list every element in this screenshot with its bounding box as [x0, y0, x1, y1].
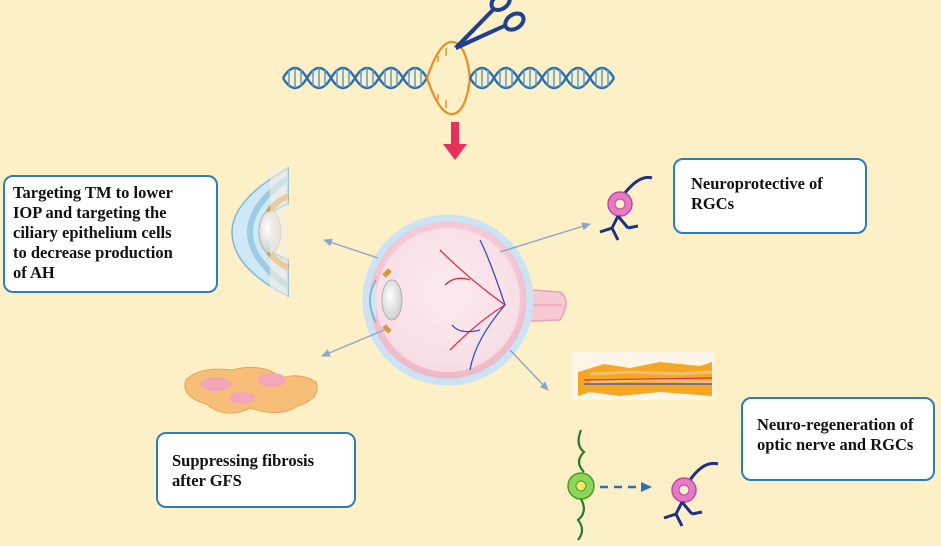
neuroprotective-box: Neuroprotective of RGCs	[673, 158, 867, 234]
scissors-icon	[453, 0, 526, 51]
dna-helix	[281, 40, 616, 116]
anterior-segment-illustration	[231, 166, 290, 298]
arrow-to-neuron	[499, 222, 591, 253]
optic-nerve-section	[571, 352, 714, 400]
fibrosis-line-1: Suppressing fibrosis	[172, 451, 314, 470]
tm-line-3: ciliary epithelium cells	[13, 223, 172, 242]
tm-line-4: to decrease production	[13, 243, 173, 262]
dna-right-rungs	[475, 68, 609, 88]
tm-targeting-box: Targeting TM to lower IOP and targeting …	[3, 175, 218, 293]
neuron-cell-top	[599, 175, 653, 241]
tm-line-2: IOP and targeting the	[13, 203, 167, 222]
down-arrow-icon	[443, 122, 467, 160]
regeneration-line-2: optic nerve and RGCs	[757, 435, 914, 454]
regeneration-box: Neuro-regeneration of optic nerve and RG…	[741, 397, 935, 481]
regeneration-line-1: Neuro-regeneration of	[757, 415, 914, 434]
fibroblast-cells	[184, 366, 318, 414]
tm-line-1: Targeting TM to lower	[13, 183, 173, 202]
fibrosis-box: Suppressing fibrosis after GFS	[156, 432, 356, 508]
retinal-vessels	[439, 239, 506, 371]
dna-left-strand	[281, 66, 429, 90]
dna-cut-region	[425, 40, 472, 116]
neuroprotective-line-1: Neuroprotective of	[691, 174, 823, 193]
arrow-to-anterior	[323, 238, 379, 259]
pointer-arrows	[321, 222, 591, 391]
fibrosis-line-2: after GFS	[172, 471, 242, 490]
eye-cross-section	[362, 214, 567, 386]
tm-line-5: of AH	[13, 263, 55, 282]
arrow-to-fibroblast	[321, 329, 385, 357]
dna-right-strand	[468, 66, 616, 90]
arrow-to-optic-nerve	[509, 349, 549, 391]
dna-left-rungs	[288, 68, 422, 88]
neuron-cell-bottom	[663, 461, 719, 527]
neuroprotective-line-2: RGCs	[691, 194, 735, 213]
neuron-cell-green	[567, 429, 595, 541]
